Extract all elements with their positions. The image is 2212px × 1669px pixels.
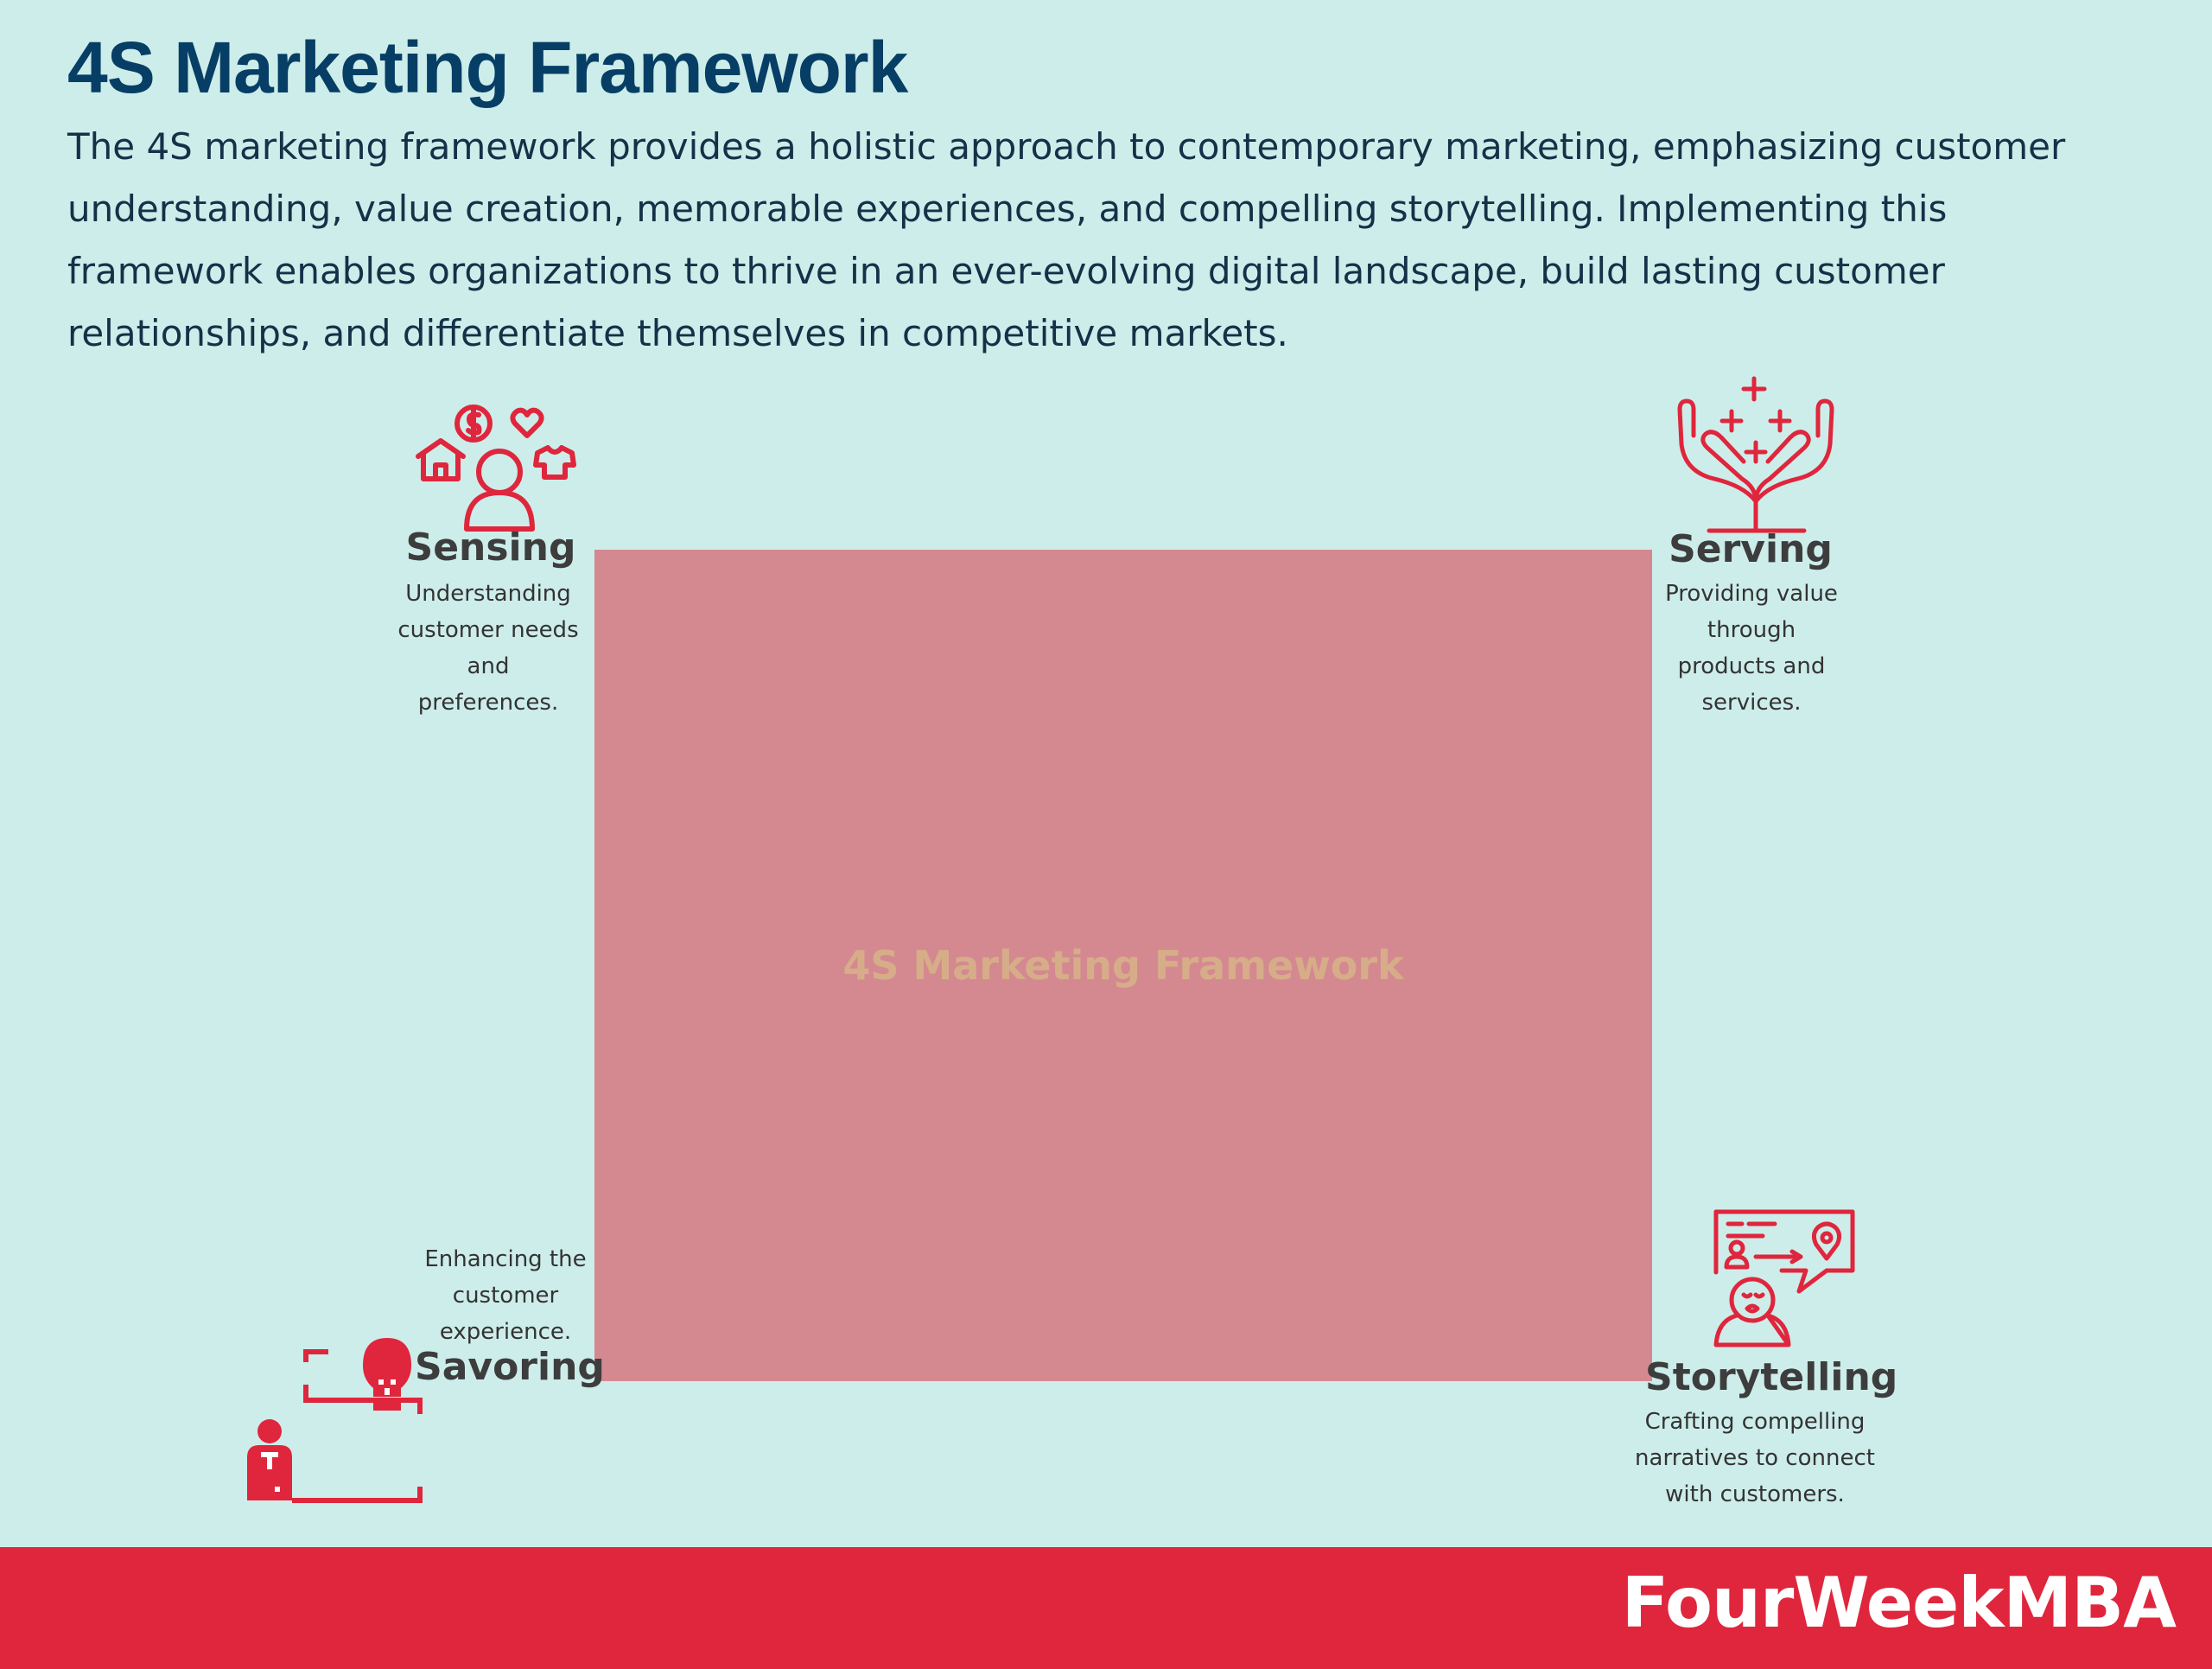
storytelling-label: Storytelling: [1645, 1355, 1898, 1399]
brand-logo: FourWeekMBA: [1621, 1563, 2177, 1643]
hands-sparkle-icon: [1677, 376, 1834, 533]
storyteller-icon: [1713, 1209, 1855, 1347]
storytelling-description: Crafting compelling narratives to connec…: [1635, 1409, 1875, 1507]
intro-paragraph: The 4S marketing framework provides a ho…: [67, 125, 2066, 354]
savoring-description: Enhancing the customer experience.: [424, 1246, 587, 1345]
page-title: 4S Marketing Framework: [67, 27, 908, 108]
sensing-description: Understanding customer needs and prefere…: [397, 581, 579, 716]
sensing-label: Sensing: [405, 526, 576, 570]
customer-preferences-icon: [416, 405, 576, 532]
serving-label: Serving: [1669, 527, 1833, 571]
serving-description: Providing value through products and ser…: [1665, 581, 1838, 716]
center-box: 4S Marketing Framework: [594, 550, 1652, 1381]
footer-bar: FourWeekMBA: [0, 1547, 2212, 1669]
person-lightbulb-icon: [247, 1338, 423, 1503]
savoring-label: Savoring: [415, 1345, 605, 1389]
center-label: 4S Marketing Framework: [842, 942, 1404, 989]
